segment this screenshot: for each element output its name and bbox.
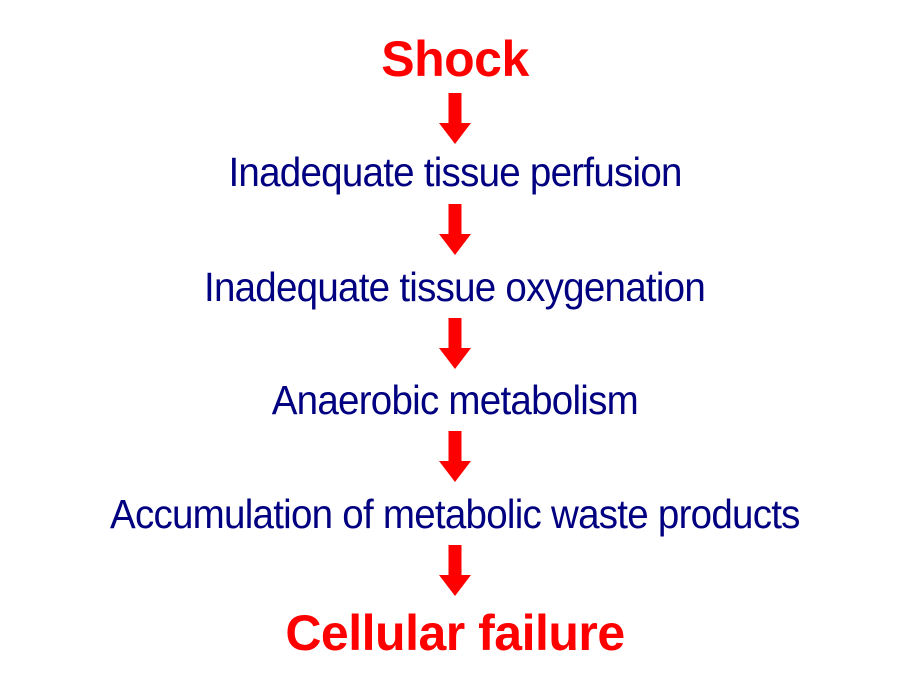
node-cellular-failure: Cellular failure — [285, 605, 625, 661]
down-arrow-icon — [438, 431, 472, 483]
node-anaerobic-metabolism: Anaerobic metabolism — [271, 377, 639, 423]
down-arrow-icon — [438, 204, 472, 256]
flow-column: Shock Inadequate tissue perfusion Inadeq… — [110, 31, 800, 661]
node-inadequate-tissue-oxygenation: Inadequate tissue oxygenation — [204, 264, 706, 310]
node-shock: Shock — [381, 31, 529, 87]
down-arrow-icon — [438, 318, 472, 370]
down-arrow-icon — [438, 93, 472, 145]
down-arrow-icon — [438, 545, 472, 597]
node-accumulation-of-metabolic-waste-products: Accumulation of metabolic waste products — [110, 491, 800, 537]
node-inadequate-tissue-perfusion: Inadequate tissue perfusion — [228, 149, 682, 195]
